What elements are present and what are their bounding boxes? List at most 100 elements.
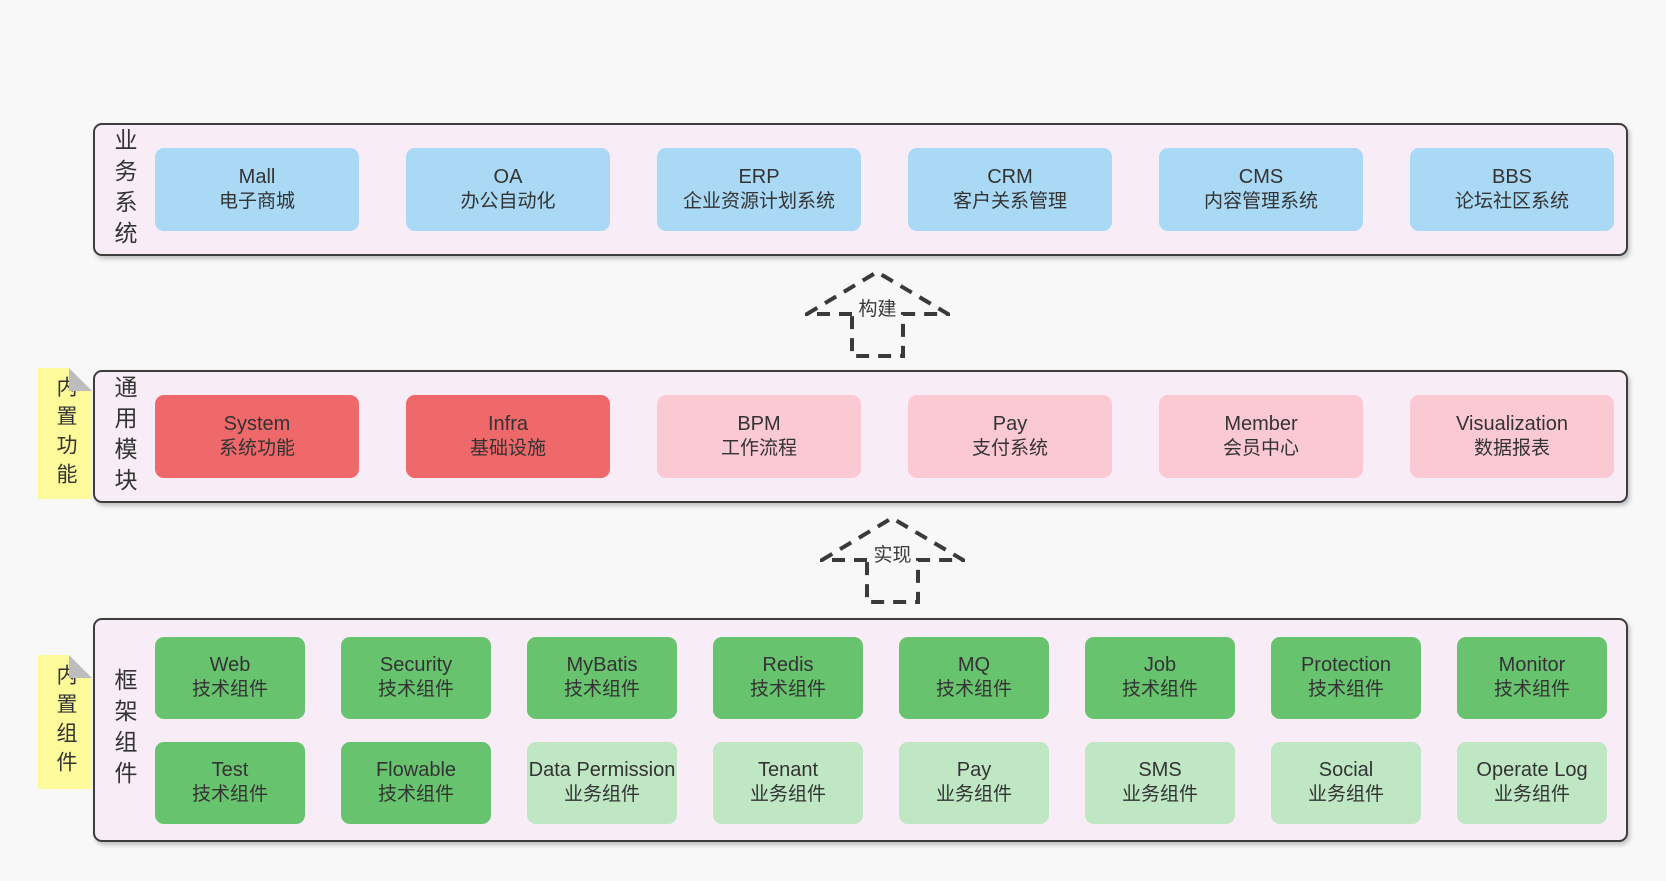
box-pay-component: Pay 业务组件 bbox=[899, 741, 1049, 824]
box-name: BPM bbox=[737, 412, 781, 435]
sticky-note-builtin-features: 内置功能 bbox=[38, 368, 92, 499]
box-tenant: Tenant 业务组件 bbox=[713, 741, 863, 824]
box-name: CRM bbox=[987, 165, 1033, 188]
box-desc: 内容管理系统 bbox=[1203, 190, 1318, 212]
box-redis: Redis 技术组件 bbox=[713, 636, 863, 719]
arrow-label-build: 构建 bbox=[854, 292, 901, 323]
box-pay-module: Pay 支付系统 bbox=[908, 395, 1112, 478]
box-desc: 业务组件 bbox=[1493, 783, 1570, 805]
box-name: MyBatis bbox=[566, 653, 638, 676]
box-name: Protection bbox=[1300, 653, 1392, 676]
box-desc: 客户关系管理 bbox=[952, 190, 1067, 212]
box-name: BBS bbox=[1491, 165, 1533, 188]
band-label-framework-components: 框架组件 bbox=[111, 668, 137, 792]
box-system: System 系统功能 bbox=[155, 395, 359, 478]
box-desc: 论坛社区系统 bbox=[1454, 190, 1569, 212]
box-name: ERP bbox=[738, 165, 780, 188]
box-bpm: BPM 工作流程 bbox=[657, 395, 861, 478]
box-name: Pay bbox=[992, 412, 1028, 435]
box-data-permission: Data Permission 业务组件 bbox=[527, 741, 677, 824]
box-infra: Infra 基础设施 bbox=[406, 395, 610, 478]
band-common-modules: 通用模块 System 系统功能 Infra 基础设施 BPM 工作流程 Pay… bbox=[93, 370, 1628, 503]
box-desc: 技术组件 bbox=[377, 783, 454, 805]
box-protection: Protection 技术组件 bbox=[1271, 636, 1421, 719]
band-framework-components: 框架组件 Web 技术组件 Security 技术组件 MyBatis 技术组件… bbox=[93, 618, 1628, 842]
box-name: Security bbox=[379, 653, 453, 676]
box-name: Data Permission bbox=[528, 758, 676, 781]
box-desc: 业务组件 bbox=[935, 783, 1012, 805]
box-security: Security 技术组件 bbox=[341, 636, 491, 719]
box-desc: 支付系统 bbox=[971, 437, 1048, 459]
folded-corner-icon bbox=[69, 655, 92, 678]
box-crm: CRM 客户关系管理 bbox=[908, 148, 1112, 231]
band-label-business-systems: 业务系统 bbox=[111, 127, 137, 252]
box-name: Monitor bbox=[1498, 653, 1566, 676]
box-member: Member 会员中心 bbox=[1159, 395, 1363, 478]
box-oa: OA 办公自动化 bbox=[406, 148, 610, 231]
box-name: CMS bbox=[1238, 165, 1284, 188]
sticky-note-builtin-components: 内置组件 bbox=[38, 655, 92, 789]
box-mq: MQ 技术组件 bbox=[899, 636, 1049, 719]
box-desc: 电子商城 bbox=[218, 190, 295, 212]
box-name: Social bbox=[1318, 758, 1374, 781]
box-visualization: Visualization 数据报表 bbox=[1410, 395, 1614, 478]
box-name: Operate Log bbox=[1476, 758, 1588, 781]
box-web: Web 技术组件 bbox=[155, 636, 305, 719]
dashed-up-arrow-icon bbox=[805, 269, 950, 358]
box-desc: 工作流程 bbox=[720, 437, 797, 459]
box-desc: 业务组件 bbox=[1307, 783, 1384, 805]
box-name: Flowable bbox=[375, 758, 457, 781]
band-label-common-modules: 通用模块 bbox=[111, 374, 137, 499]
box-name: Pay bbox=[956, 758, 992, 781]
box-name: System bbox=[223, 412, 291, 435]
box-desc: 技术组件 bbox=[749, 678, 826, 700]
box-desc: 技术组件 bbox=[191, 783, 268, 805]
dashed-up-arrow-icon bbox=[820, 515, 965, 604]
arrow-label-implement: 实现 bbox=[869, 538, 916, 569]
arrow-build: 构建 bbox=[805, 268, 950, 360]
box-name: Mall bbox=[238, 165, 276, 188]
framework-row-2: Test 技术组件 Flowable 技术组件 Data Permission … bbox=[153, 741, 1626, 824]
box-name: MQ bbox=[957, 653, 991, 676]
framework-components-grid: Web 技术组件 Security 技术组件 MyBatis 技术组件 Redi… bbox=[153, 620, 1626, 840]
box-desc: 业务组件 bbox=[1121, 783, 1198, 805]
box-desc: 办公自动化 bbox=[460, 190, 556, 212]
business-systems-row: Mall 电子商城 OA 办公自动化 ERP 企业资源计划系统 CRM 客户关系… bbox=[153, 125, 1626, 254]
box-desc: 数据报表 bbox=[1473, 437, 1550, 459]
box-desc: 会员中心 bbox=[1222, 437, 1299, 459]
box-name: SMS bbox=[1138, 758, 1182, 781]
box-erp: ERP 企业资源计划系统 bbox=[657, 148, 861, 231]
box-name: Member bbox=[1224, 412, 1298, 435]
common-modules-row: System 系统功能 Infra 基础设施 BPM 工作流程 Pay 支付系统… bbox=[153, 372, 1626, 501]
box-name: Tenant bbox=[757, 758, 819, 781]
box-desc: 技术组件 bbox=[1121, 678, 1198, 700]
box-desc: 基础设施 bbox=[469, 437, 546, 459]
folded-corner-icon bbox=[69, 368, 92, 391]
box-name: Redis bbox=[762, 653, 814, 676]
box-desc: 企业资源计划系统 bbox=[682, 190, 835, 212]
box-desc: 业务组件 bbox=[749, 783, 826, 805]
box-desc: 系统功能 bbox=[218, 437, 295, 459]
box-mall: Mall 电子商城 bbox=[155, 148, 359, 231]
box-desc: 技术组件 bbox=[1307, 678, 1384, 700]
box-desc: 技术组件 bbox=[1493, 678, 1570, 700]
box-name: Visualization bbox=[1456, 412, 1568, 435]
box-operate-log: Operate Log 业务组件 bbox=[1457, 741, 1607, 824]
box-name: Web bbox=[209, 653, 251, 676]
box-mybatis: MyBatis 技术组件 bbox=[527, 636, 677, 719]
box-test: Test 技术组件 bbox=[155, 741, 305, 824]
box-name: OA bbox=[493, 165, 523, 188]
box-cms: CMS 内容管理系统 bbox=[1159, 148, 1363, 231]
box-social: Social 业务组件 bbox=[1271, 741, 1421, 824]
band-business-systems: 业务系统 Mall 电子商城 OA 办公自动化 ERP 企业资源计划系统 CRM… bbox=[93, 123, 1628, 256]
box-monitor: Monitor 技术组件 bbox=[1457, 636, 1607, 719]
box-job: Job 技术组件 bbox=[1085, 636, 1235, 719]
framework-row-1: Web 技术组件 Security 技术组件 MyBatis 技术组件 Redi… bbox=[153, 636, 1626, 719]
box-desc: 技术组件 bbox=[191, 678, 268, 700]
box-name: Infra bbox=[487, 412, 529, 435]
box-desc: 技术组件 bbox=[563, 678, 640, 700]
box-sms: SMS 业务组件 bbox=[1085, 741, 1235, 824]
box-name: Test bbox=[211, 758, 249, 781]
box-desc: 技术组件 bbox=[377, 678, 454, 700]
